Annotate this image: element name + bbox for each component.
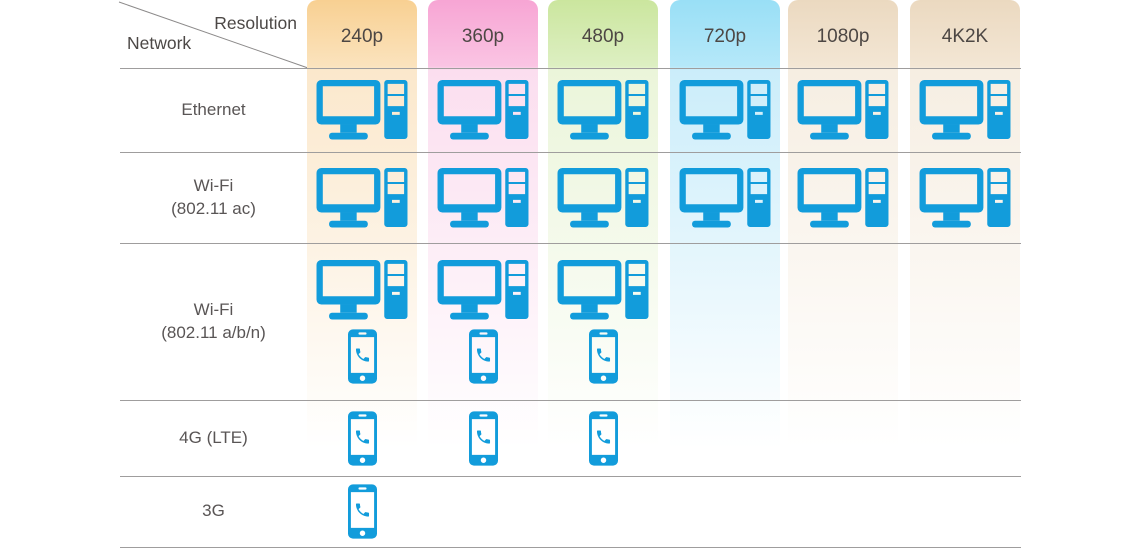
smartphone-icon: [348, 484, 377, 539]
column-header-4K2K: 4K2K: [941, 26, 989, 47]
desktop-pc-icon: [919, 80, 1011, 140]
column-background-720p: [670, 0, 780, 458]
cell-3g-240p: [307, 476, 417, 547]
column-header-1080p: 1080p: [816, 26, 870, 47]
axis-corner: Resolution Network: [0, 0, 310, 69]
cell-wifi-ac-1080p: [788, 152, 898, 243]
cell-ethernet-240p: [307, 68, 417, 152]
desktop-pc-icon: [797, 168, 889, 228]
smartphone-icon: [469, 329, 498, 384]
desktop-pc-icon: [437, 80, 529, 140]
cell-ethernet-4K2K: [910, 68, 1020, 152]
row-label-3g: 3G: [120, 500, 307, 523]
row-separator-line: [120, 400, 1021, 401]
desktop-pc-icon: [437, 260, 529, 320]
row-label-wifi-abn: Wi-Fi (802.11 a/b/n): [120, 299, 307, 345]
cell-wifi-ac-360p: [428, 152, 538, 243]
cell-wifi-ac-4K2K: [910, 152, 1020, 243]
row-label-wifi-ac: Wi-Fi (802.11 ac): [120, 175, 307, 221]
row-separator-line: [120, 152, 1021, 153]
cell-wifi-abn-360p: [428, 243, 538, 400]
cell-ethernet-720p: [670, 68, 780, 152]
cell-wifi-ac-480p: [548, 152, 658, 243]
cell-4g-lte-360p: [428, 400, 538, 476]
row-label-text: 3G: [202, 501, 225, 520]
row-label-text: Wi-Fi: [193, 300, 234, 319]
column-background-1080p: [788, 0, 898, 458]
row-label-text: Wi-Fi: [193, 176, 234, 195]
column-header-360p: 360p: [461, 26, 505, 47]
cell-wifi-ac-720p: [670, 152, 780, 243]
cell-ethernet-1080p: [788, 68, 898, 152]
corner-diagonal-line: [118, 1, 309, 69]
row-separator-line: [120, 547, 1021, 548]
desktop-pc-icon: [316, 168, 408, 228]
row-label-text: Ethernet: [181, 100, 246, 119]
row-axis-label: Network: [127, 33, 192, 53]
column-header-480p: 480p: [581, 26, 625, 47]
cell-4g-lte-240p: [307, 400, 417, 476]
smartphone-icon: [589, 329, 618, 384]
smartphone-icon: [589, 411, 618, 466]
cell-wifi-abn-480p: [548, 243, 658, 400]
desktop-pc-icon: [557, 168, 649, 228]
row-sublabel-text: (802.11 a/b/n): [161, 322, 266, 342]
column-axis-label: Resolution: [214, 13, 297, 33]
row-separator-line: [120, 243, 1021, 244]
desktop-pc-icon: [557, 80, 649, 140]
smartphone-icon: [469, 411, 498, 466]
column-header-720p: 720p: [703, 26, 747, 47]
desktop-pc-icon: [797, 80, 889, 140]
smartphone-icon: [348, 329, 377, 384]
cell-ethernet-360p: [428, 68, 538, 152]
smartphone-icon: [348, 411, 377, 466]
cell-wifi-ac-240p: [307, 152, 417, 243]
desktop-pc-icon: [679, 80, 771, 140]
desktop-pc-icon: [316, 260, 408, 320]
desktop-pc-icon: [437, 168, 529, 228]
row-sublabel-text: (802.11 ac): [171, 198, 256, 218]
cell-4g-lte-480p: [548, 400, 658, 476]
column-background-4K2K: [910, 0, 1020, 458]
desktop-pc-icon: [557, 260, 649, 320]
row-label-ethernet: Ethernet: [120, 99, 307, 122]
cell-wifi-abn-240p: [307, 243, 417, 400]
row-label-4g-lte: 4G (LTE): [120, 427, 307, 450]
row-label-text: 4G (LTE): [179, 428, 248, 447]
column-header-240p: 240p: [340, 26, 384, 47]
row-separator-line: [120, 476, 1021, 477]
cell-ethernet-480p: [548, 68, 658, 152]
desktop-pc-icon: [919, 168, 1011, 228]
header-separator-line: [120, 68, 1021, 69]
desktop-pc-icon: [316, 80, 408, 140]
desktop-pc-icon: [679, 168, 771, 228]
